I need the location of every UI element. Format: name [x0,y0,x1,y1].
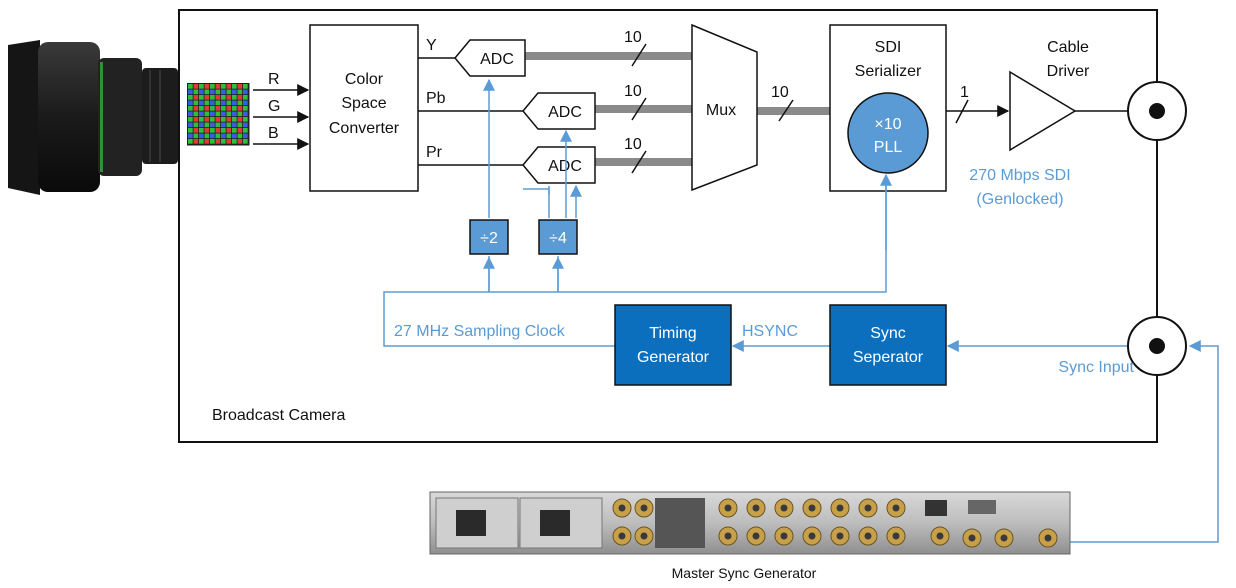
sdi-output-connector-pin [1149,103,1165,119]
sync-separator-label-line1: Sync [870,325,906,342]
pll-label-line1: ×10 [874,116,901,133]
camera-enclosure [178,9,1158,443]
sync-input-label: Sync Input [1058,359,1134,376]
adc-pr-label: ADC [548,158,582,175]
adc-pr-block [522,146,596,184]
g-label: G [268,98,280,115]
pb-label: Pb [426,90,446,107]
serializer-label-line1: SDI [875,39,902,56]
adc-y-label: ADC [480,51,514,68]
bnc-connectors [612,498,1058,548]
cable-driver-label-line2: Driver [1047,63,1090,80]
pll-label-line2: PLL [874,139,903,156]
pr-label: Pr [426,144,443,161]
timing-generator-block [614,304,732,386]
mux-label: Mux [706,102,736,119]
csc-label-line2: Space [341,95,386,112]
data-buses [525,52,830,166]
divide-by-2-block [469,219,509,255]
bus-width-mux: 10 [771,84,789,101]
sampling-clock-label: 27 MHz Sampling Clock [394,323,566,340]
bus-width-pr: 10 [624,136,642,153]
bus-width-pb: 10 [624,83,642,100]
serializer-label-line2: Serializer [855,63,922,80]
pll-circle [847,92,929,174]
mux-block [691,23,758,192]
cable-driver-label-line1: Cable [1047,39,1089,56]
sync-separator-block [829,304,947,386]
color-space-converter-block [309,24,419,192]
external-sync-cable [1070,340,1219,543]
camera-lens-image [8,40,178,195]
csc-label-line1: Color [345,71,384,88]
divide-by-4-label: ÷4 [549,230,567,247]
csc-label-line3: Converter [329,120,400,137]
sdi-rate-line1: 270 Mbps SDI [969,167,1070,184]
y-label: Y [426,37,437,54]
sync-separator-label-line2: Seperator [853,349,924,366]
sync-input-connector-pin [1149,338,1165,354]
serial-width: 1 [960,84,969,101]
cable-driver-triangle [1009,70,1077,152]
divide-by-2-label: ÷2 [480,230,498,247]
bus-width-y: 10 [624,29,642,46]
adc-pb-label: ADC [548,104,582,121]
hsync-label: HSYNC [742,323,798,340]
master-sync-generator-image [429,491,1071,555]
timing-generator-label-line2: Generator [637,349,710,366]
bayer-sensor-grid [187,83,250,146]
sdi-rate-line2: (Genlocked) [976,191,1063,208]
b-label: B [268,125,279,142]
timing-generator-label-line1: Timing [649,325,696,342]
r-label: R [268,71,280,88]
adc-y-block [454,39,526,77]
broadcast-camera-label: Broadcast Camera [212,407,345,424]
master-sync-generator-label: Master Sync Generator [672,565,817,581]
divide-by-4-block [538,219,578,255]
adc-pb-block [522,92,596,130]
